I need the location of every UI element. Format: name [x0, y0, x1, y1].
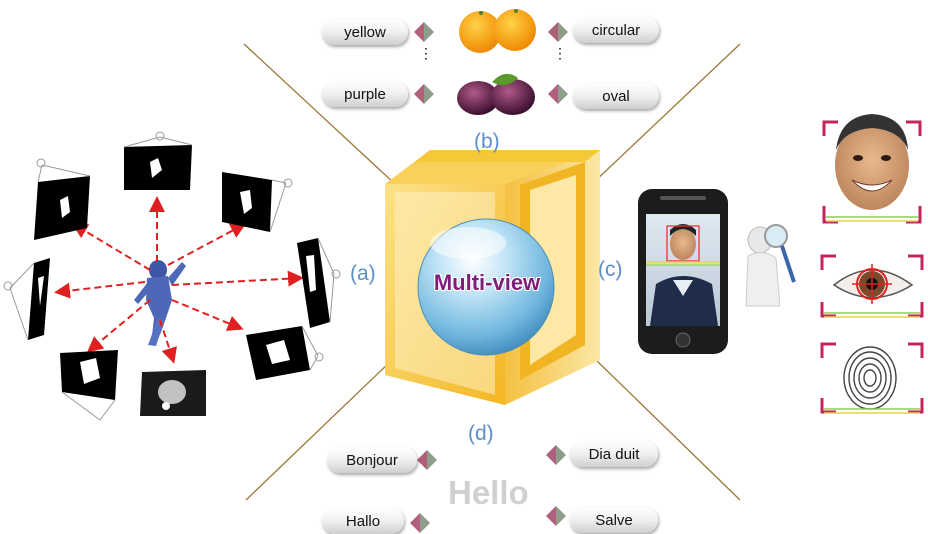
attribute-pill-yellow: yellow [322, 19, 408, 45]
silhouette-frame [123, 131, 193, 190]
view-label-c: (c) [598, 258, 623, 281]
camera-view-panel [3, 131, 341, 421]
attribute-pill-oval: oval [573, 83, 659, 109]
greeting-pill-dia-duit: Dia duit [570, 441, 658, 467]
hello-label: Hello [448, 474, 529, 511]
fingerprint-scan [820, 342, 924, 414]
plums-image [457, 73, 535, 115]
smartphone [638, 189, 728, 354]
silhouette-frame [34, 158, 91, 240]
ellipsis-left: ⋮ [419, 45, 433, 61]
greeting-pill-hallo: Hallo [322, 508, 404, 534]
attribute-pill-circular: circular [573, 17, 659, 43]
silhouette-frame [60, 350, 118, 421]
face-scan [822, 114, 922, 224]
silhouette-frame [297, 237, 341, 328]
ellipsis-right: ⋮ [553, 45, 567, 61]
silhouette-frame [3, 258, 50, 341]
view-label-a: (a) [350, 262, 376, 285]
silhouette-frame [140, 370, 206, 416]
iris-scan [820, 254, 924, 318]
attribute-pill-purple: purple [322, 81, 408, 107]
silhouette-frame [222, 172, 293, 233]
divider-lines [243, 43, 741, 501]
greeting-pill-bonjour: Bonjour [327, 447, 417, 473]
multi-view-label: Multi-view [433, 270, 541, 295]
person-silhouette [134, 260, 186, 346]
oranges-image [459, 9, 536, 53]
view-label-d: (d) [468, 422, 494, 445]
camera-arrows [54, 196, 304, 364]
greeting-pill-salve: Salve [570, 507, 658, 533]
silhouette-frame [246, 325, 324, 380]
magnifier-figure [745, 224, 796, 307]
attribute-diamonds [410, 22, 568, 533]
view-label-b: (b) [474, 130, 500, 153]
